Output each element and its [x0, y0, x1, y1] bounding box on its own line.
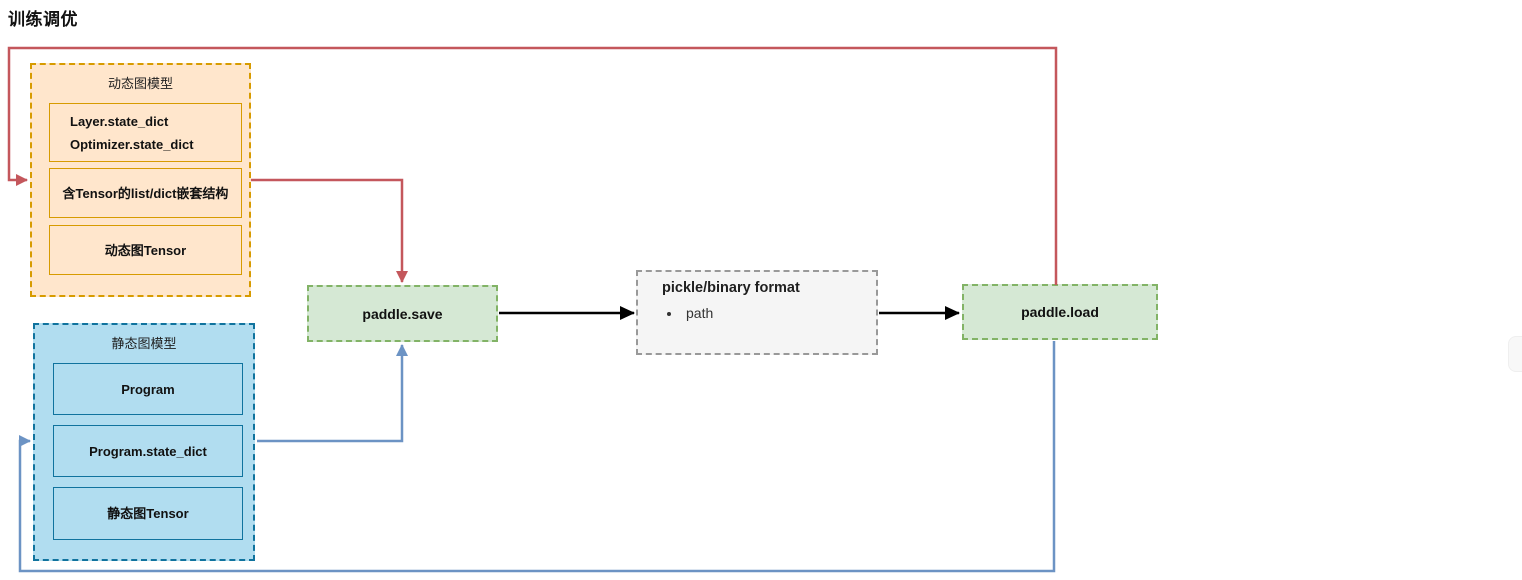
node-static-tensor: 静态图Tensor	[53, 487, 243, 540]
dynamic-group-title: 动态图模型	[107, 76, 173, 91]
static-group-title: 静态图模型	[111, 336, 177, 351]
optimizer-state-dict-label: Optimizer.state_dict	[70, 136, 194, 152]
right-edge-handle[interactable]	[1508, 336, 1522, 372]
format-node-title: pickle/binary format	[662, 280, 800, 296]
node-dynamic-tensor: 动态图Tensor	[49, 225, 242, 275]
node-pickle-binary-format: pickle/binary format path	[636, 270, 878, 355]
node-paddle-load: paddle.load	[962, 284, 1158, 340]
page-title: 训练调优	[8, 10, 78, 29]
static-graph-model-group: 静态图模型 Program Program.state_dict 静态图Tens…	[33, 323, 255, 561]
blue-save-arrow	[257, 344, 408, 443]
node-tensor-nested-structure: 含Tensor的list/dict嵌套结构	[49, 168, 242, 218]
format-node-path-item: path	[682, 305, 876, 321]
node-paddle-save: paddle.save	[307, 285, 498, 342]
node-layer-optimizer-state-dict: Layer.state_dict Optimizer.state_dict	[49, 103, 242, 162]
node-program: Program	[53, 363, 243, 415]
format-node-list: path	[662, 305, 876, 321]
node-program-state-dict: Program.state_dict	[53, 425, 243, 477]
red-save-arrow	[251, 178, 408, 283]
dynamic-graph-model-group: 动态图模型 Layer.state_dict Optimizer.state_d…	[30, 63, 251, 297]
layer-state-dict-label: Layer.state_dict	[70, 113, 169, 129]
